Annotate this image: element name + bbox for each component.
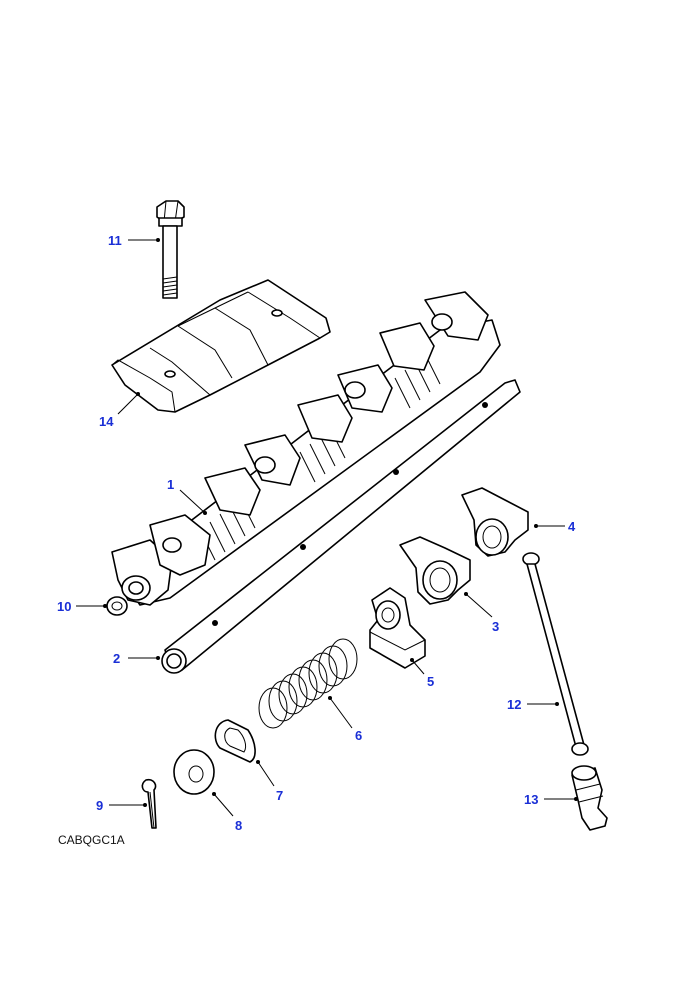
callout-11: 11: [108, 233, 122, 248]
callout-10: 10: [57, 599, 71, 614]
callout-9: 9: [96, 798, 103, 813]
shaft-tube-part: [161, 379, 521, 674]
pedestal-bracket-part: [369, 587, 426, 669]
diagram-code: CABQGC1A: [58, 833, 125, 847]
callout-14: 14: [99, 414, 114, 429]
tappet-part: [571, 765, 608, 831]
split-pin-part: [141, 778, 157, 829]
push-rod-part: [522, 552, 589, 756]
spring-part: [258, 638, 358, 729]
callout-8: 8: [235, 818, 242, 833]
callout-4: 4: [568, 519, 576, 534]
rocker-shaft-assembly-part: [111, 291, 501, 606]
callout-12: 12: [507, 697, 521, 712]
callout-7: 7: [276, 788, 283, 803]
rocker-arm-part: [399, 536, 471, 605]
callout-6: 6: [355, 728, 362, 743]
callout-2: 2: [113, 651, 120, 666]
tab-washer-part: [214, 719, 256, 763]
callout-1: 1: [167, 477, 174, 492]
callout-3: 3: [492, 619, 499, 634]
bolt-part: [156, 200, 185, 299]
callout-5: 5: [427, 674, 434, 689]
leader-lines: [76, 238, 578, 817]
rocker-arm-part: [461, 487, 529, 557]
baffle-plate-part: [111, 279, 331, 413]
plug-part: [106, 596, 128, 616]
washer-part: [173, 749, 215, 795]
callout-13: 13: [524, 792, 538, 807]
